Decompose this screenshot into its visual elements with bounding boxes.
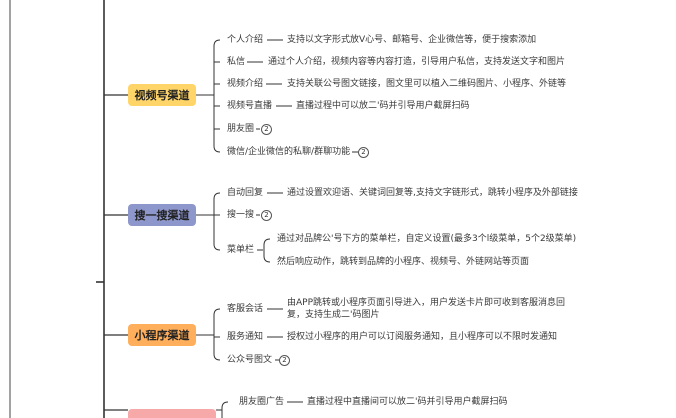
node-desc: 通过对品牌公'号下方的菜单栏，自定义设置(最多3个l级菜单，5个2级菜单)	[277, 234, 577, 244]
node-label: 客服会话	[227, 304, 264, 314]
node-desc: 由APP跳转或小程序页面引导进入，用户发送卡片即可收到客服消息回复，支持生成二'…	[287, 298, 566, 320]
category-search-channel: 搜一搜渠道	[128, 204, 196, 226]
node-label: 个人介绍	[227, 35, 264, 45]
node-desc: 授权过小程序的用户可以订阅服务通知，且小程序可以不限时发通知	[287, 332, 558, 342]
category-fourth-channel	[128, 409, 216, 418]
node-label: 自动回复	[227, 188, 264, 198]
node-label: 菜单栏	[227, 245, 255, 255]
category-title: 小程序渠道	[134, 329, 190, 342]
node-desc: 通过设置欢迎语、关键词回复等,支持文字链形式，跳转小程序及外部链接	[287, 188, 578, 198]
count-badge[interactable]: 2	[358, 147, 369, 158]
count-badge[interactable]: 2	[279, 355, 290, 366]
node-desc: 直播过程中可以放二'码并引导用户截屏扫码	[296, 101, 470, 111]
node-label: 朋友圈	[227, 124, 255, 134]
category-video-channel: 视频号渠道	[128, 84, 196, 106]
node-label: 私信	[227, 57, 246, 67]
category-title: 视频号渠道	[134, 89, 190, 102]
node-desc: 直播过程中直播间可以放二'码并引导用户截屏扫码	[307, 397, 508, 407]
node-label: 服务通知	[227, 332, 264, 342]
top-cut-text: …………………………	[295, 0, 385, 4]
node-label: 朋友圈广告	[239, 397, 285, 407]
node-label: 视频号直播	[227, 101, 273, 111]
node-label: 视频介绍	[227, 79, 264, 89]
node-desc: 支持关联公号图文链接，图文里可以植入二维码图片、小程序、外链等	[287, 79, 567, 89]
count-badge[interactable]: 2	[261, 210, 272, 221]
node-label: 搜一搜	[227, 210, 255, 220]
category-miniprogram-channel: 小程序渠道	[128, 324, 196, 346]
node-desc: 然后响应动作，跳转到品牌的小程序、视频号、外链网站等页面	[277, 257, 530, 267]
node-label: 微信/企业微信的私聊/群聊功能	[227, 147, 351, 157]
category-title: 搜一搜渠道	[134, 209, 190, 222]
node-desc: 通过个人介绍，视频内容等内容打造，引导用户私信，支持发送文字和图片	[268, 57, 566, 67]
count-badge[interactable]: 2	[261, 124, 272, 135]
node-desc: 支持以文字形式放V心号、邮箱号、企业微信等，便于搜索添加	[287, 35, 537, 45]
node-label: 公众号图文	[227, 355, 273, 365]
